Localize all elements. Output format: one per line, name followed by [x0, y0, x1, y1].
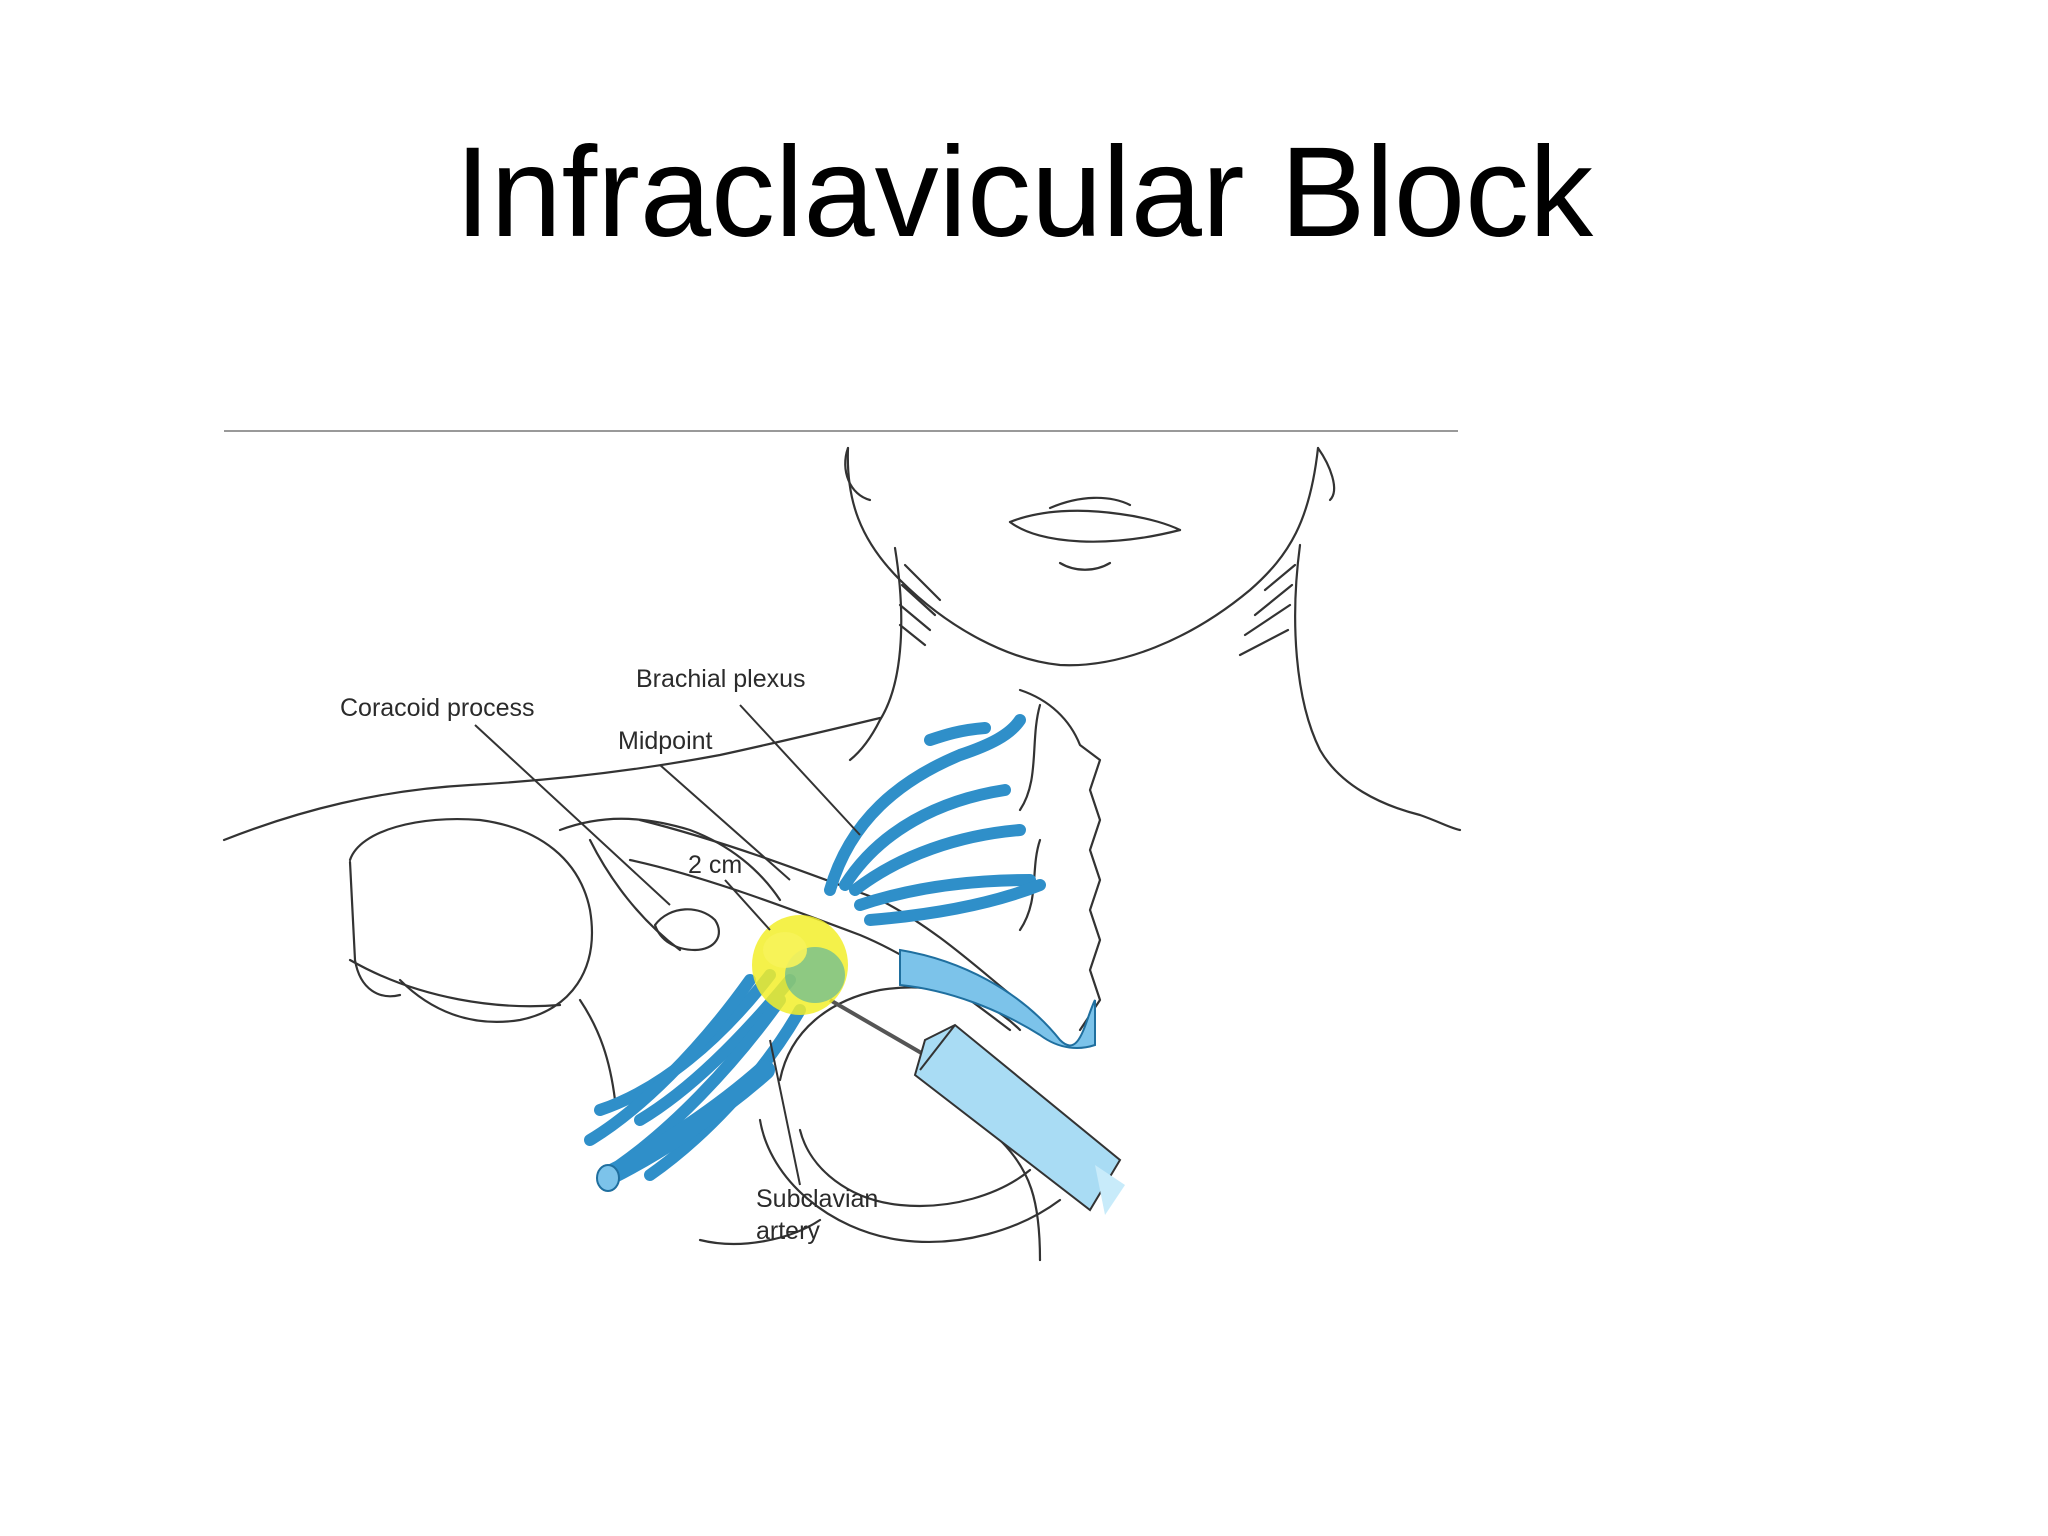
- needle-syringe-icon: [828, 998, 1125, 1215]
- label-coracoid-process: Coracoid process: [340, 694, 535, 722]
- brachial-plexus-nerves: [584, 714, 1046, 1181]
- label-brachial-plexus: Brachial plexus: [636, 665, 806, 693]
- label-subclavian-1: Subclavian: [756, 1185, 878, 1213]
- label-midpoint: Midpoint: [618, 727, 713, 755]
- injectate-spread-icon: [752, 915, 848, 1015]
- label-leader-lines: [474, 704, 861, 1186]
- label-subclavian-2: artery: [756, 1217, 820, 1245]
- subclavian-artery: [596, 948, 1096, 1192]
- slide-title: Infraclavicular Block: [454, 121, 1594, 264]
- label-2cm: 2 cm: [688, 851, 742, 879]
